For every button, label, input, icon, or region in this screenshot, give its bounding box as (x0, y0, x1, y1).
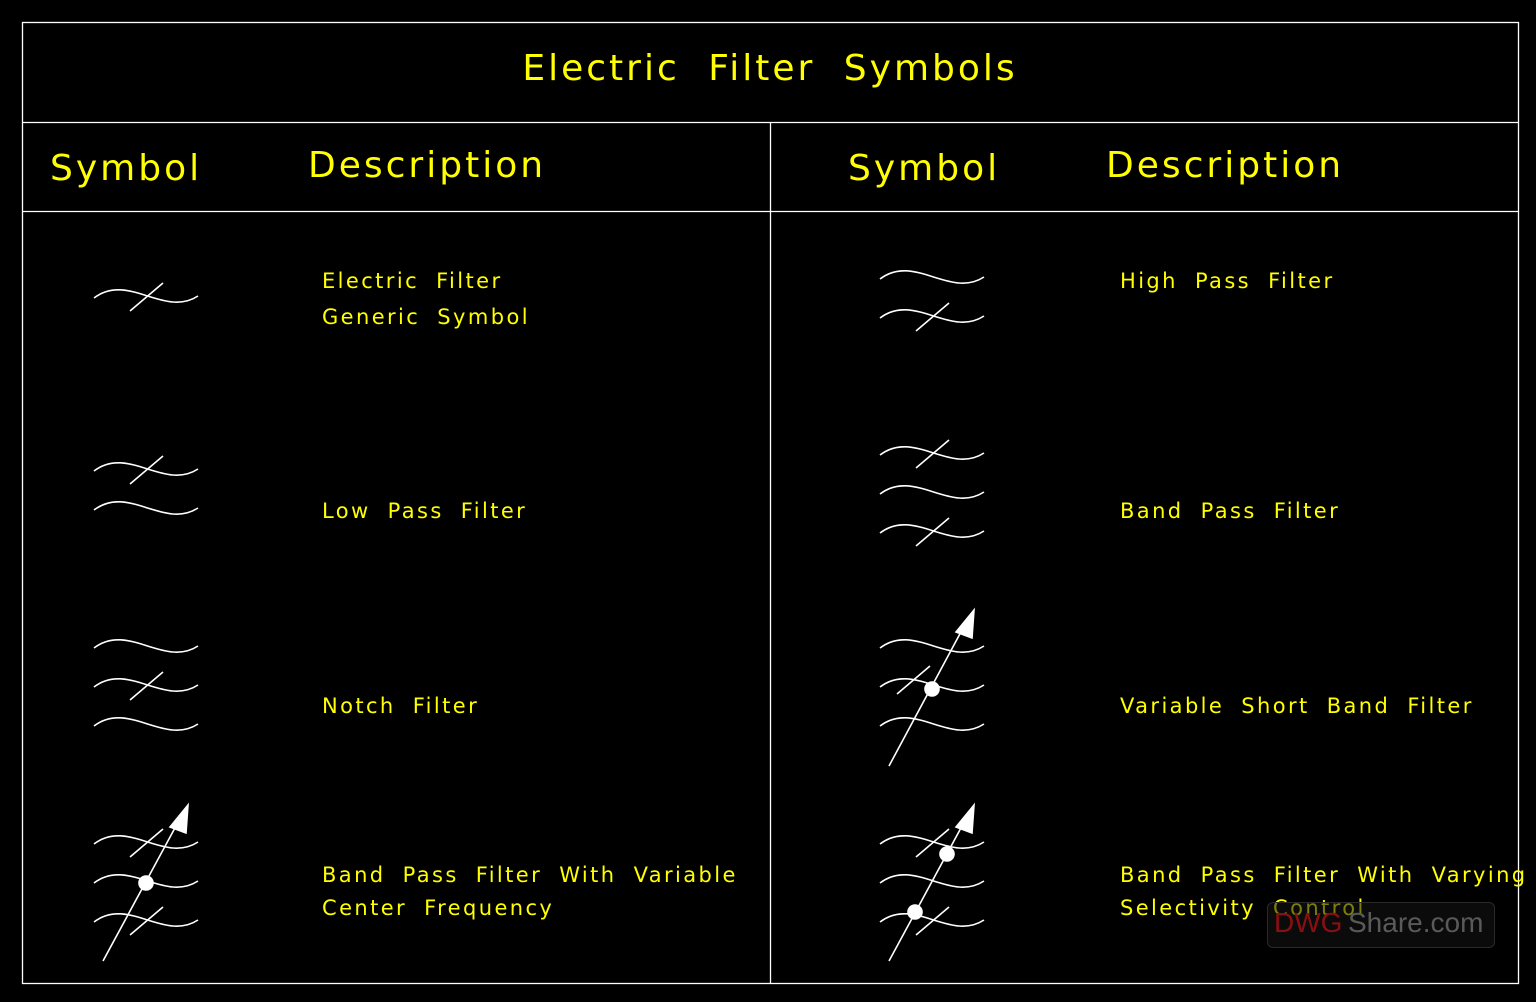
band-pass-variable-center-icon (93, 802, 199, 962)
band-pass-varying-selectivity-icon (879, 802, 985, 962)
description-generic-filter: Electric Filter Generic Symbol (322, 265, 530, 334)
description-band-pass-variable-center: Band Pass Filter With Variable Center Fr… (322, 859, 738, 925)
notch-filter-icon (93, 639, 199, 731)
description-low-pass: Low Pass Filter (322, 495, 527, 528)
description-line: Notch Filter (322, 694, 480, 718)
description-line: Low Pass Filter (322, 499, 528, 523)
low-pass-filter-icon (93, 455, 199, 515)
description-line: Variable Short Band Filter (1120, 694, 1474, 718)
header-description-right: Description (1106, 145, 1345, 186)
description-line: Band Pass Filter With Variable (322, 863, 738, 887)
description-line: Center Frequency (322, 896, 555, 920)
description-line: Generic Symbol (322, 305, 530, 329)
high-pass-filter-icon (879, 270, 985, 332)
description-variable-short-band: Variable Short Band Filter (1120, 690, 1474, 723)
generic-filter-icon (93, 282, 199, 312)
description-line: Electric Filter (322, 269, 503, 293)
band-pass-filter-icon (879, 439, 985, 547)
header-symbol-right: Symbol (848, 148, 1001, 189)
header-description-left: Description (308, 145, 547, 186)
watermark-logo: DWG Share.com (1267, 902, 1495, 948)
description-high-pass: High Pass Filter (1120, 265, 1335, 298)
description-line: High Pass Filter (1120, 269, 1335, 293)
description-notch: Notch Filter (322, 690, 479, 723)
description-line: Band Pass Filter With Varying (1120, 863, 1528, 887)
diagram-title: Electric Filter Symbols (522, 48, 1018, 89)
watermark-text-share: Share.com (1348, 907, 1484, 938)
variable-short-band-filter-icon (879, 607, 985, 767)
header-symbol-left: Symbol (50, 148, 203, 189)
watermark-text-dwg: DWG (1274, 907, 1343, 938)
description-line: Band Pass Filter (1120, 499, 1341, 523)
description-band-pass: Band Pass Filter (1120, 495, 1340, 528)
